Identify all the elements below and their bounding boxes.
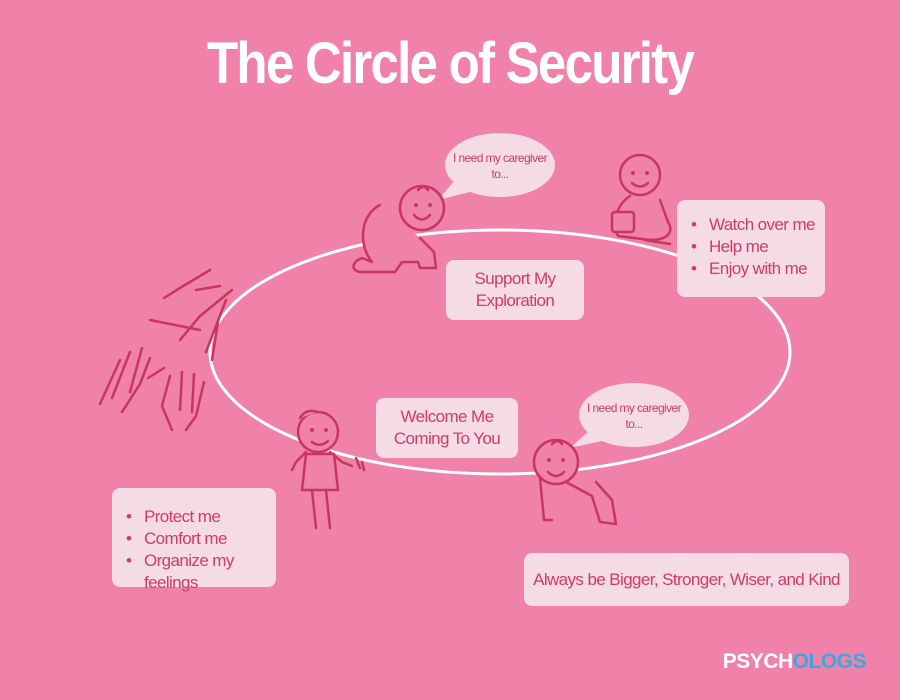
support-exploration-box: Support My Exploration [446,260,584,320]
crawling-baby-icon [352,184,446,274]
support-exploration-label: Support My Exploration [474,269,557,310]
walking-baby-icon [290,409,366,530]
list-item: Protect me [122,506,266,528]
bubble-top-text: I need my caregiver to... [453,151,548,181]
list-item: Comfort me [122,528,266,550]
always-bigger-box: Always be Bigger, Stronger, Wiser, and K… [524,553,849,606]
crawling-baby-icon [532,438,618,526]
always-bigger-label: Always be Bigger, Stronger, Wiser, and K… [533,569,840,589]
page-title: The Circle of Security [206,31,695,96]
speech-bubble-icon [438,133,555,200]
top-needs-box: Watch over me Help me Enjoy with me [677,200,825,297]
brand-logo-part2: OLOGS [792,650,867,673]
top-needs-list: Watch over me Help me Enjoy with me [687,214,815,280]
bottom-needs-box: Protect me Comfort me Organize my feelin… [112,488,276,592]
welcome-me-label: Welcome Me Coming To You [393,407,501,448]
list-item: Organize my feelings [122,550,266,594]
brand-logo-part1: PSYCH [722,650,793,673]
list-item: Help me [687,236,815,258]
bubble-bottom-text: I need my caregiver to... [587,401,682,431]
circle-path [208,228,792,476]
list-item: Enjoy with me [687,258,815,280]
reaching-hands-icon [98,268,234,432]
speech-bubble-icon [570,383,689,448]
list-item: Watch over me [687,214,815,236]
brand-logo: PSYCHOLOGS [722,650,867,674]
sitting-baby-icon [610,153,672,246]
bottom-needs-list: Protect me Comfort me Organize my feelin… [122,506,266,594]
welcome-me-box: Welcome Me Coming To You [376,398,518,458]
